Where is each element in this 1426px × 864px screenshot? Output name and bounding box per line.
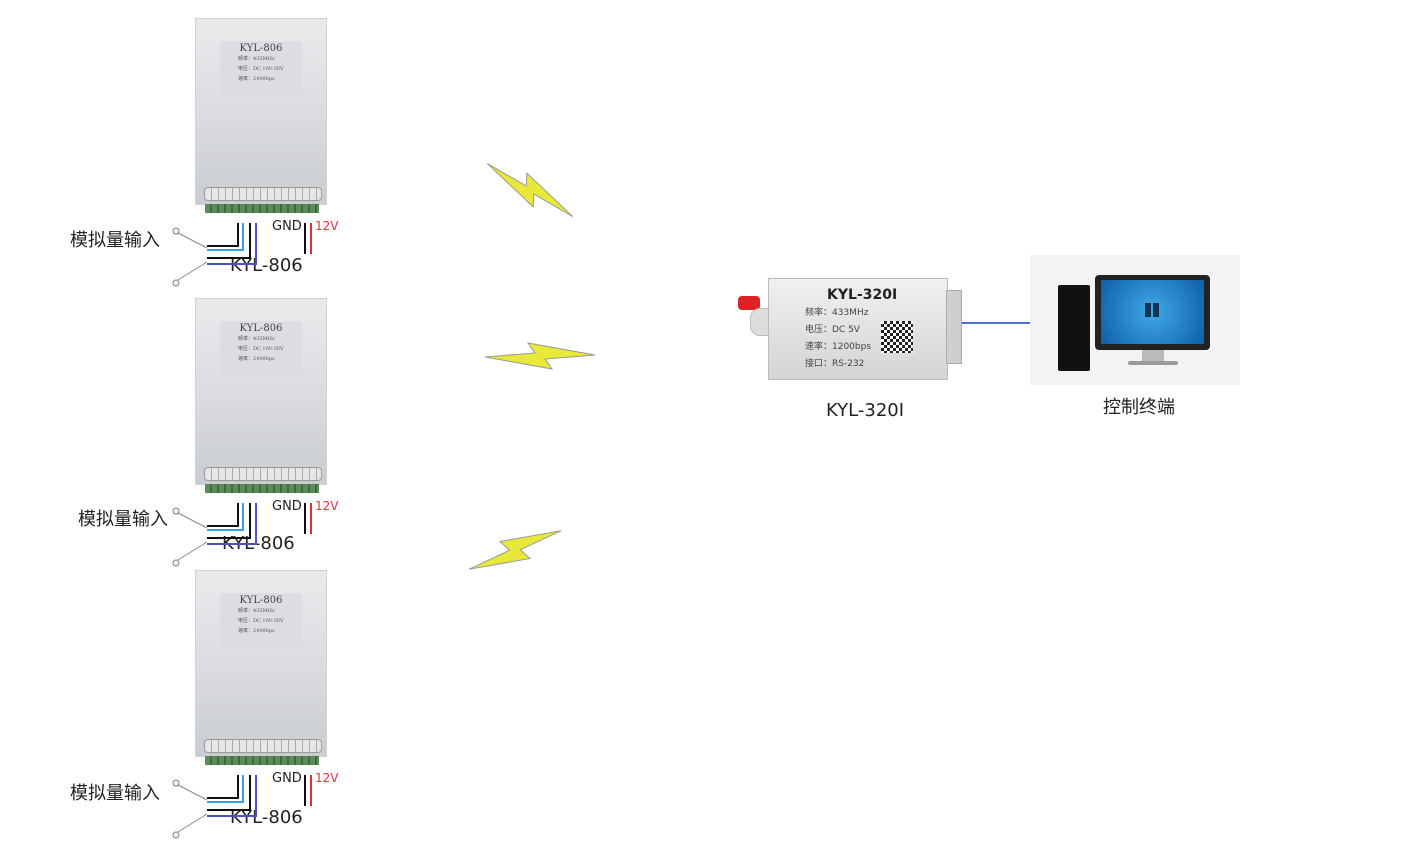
sensor-lead — [177, 261, 208, 281]
kyl-806-device-2: KYL-806 频率：433MHz 电压：DC 10V-30V 速率：2400b… — [195, 298, 327, 528]
kyl-806-device-3: KYL-806 频率：433MHz 电压：DC 10V-30V 速率：2400b… — [195, 570, 327, 800]
gnd-label: GND — [272, 771, 302, 786]
sensor-lead — [177, 813, 208, 833]
wire-blue — [207, 775, 244, 803]
gnd-label: GND — [272, 219, 302, 234]
receiver-freq: 频率：433MHz — [805, 308, 869, 318]
wire-black — [207, 223, 251, 259]
pc-tower — [1058, 285, 1090, 371]
device-case: KYL-806 频率：433MHz 电压：DC 10V-30V 速率：2400b… — [195, 18, 327, 205]
device-nameplate: KYL-806 频率：433MHz 电压：DC 10V-30V 速率：2400b… — [220, 593, 302, 648]
terminal-block — [204, 739, 322, 753]
sensor-probe-icon — [172, 507, 180, 515]
device-freq: 频率：433MHz — [238, 608, 275, 614]
device-model: KYL-806 — [239, 595, 283, 606]
wire-purple — [207, 503, 257, 545]
sensor-probe-icon — [172, 279, 180, 287]
terminal-block — [204, 187, 322, 201]
wire-black — [207, 775, 239, 799]
terminal-block — [204, 467, 322, 481]
wire-purple — [207, 775, 257, 817]
analog-input-label: 模拟量输入 — [70, 783, 160, 804]
device-voltage: 电压：DC 10V-30V — [238, 66, 284, 72]
connector-strip — [205, 204, 319, 213]
device-freq: 频率：433MHz — [238, 56, 275, 62]
qr-code — [881, 321, 913, 353]
wire-black — [207, 503, 251, 539]
wire-black — [207, 775, 251, 811]
device-caption: KYL-806 — [230, 807, 303, 828]
receiver-rate: 速率：1200bps — [805, 342, 872, 352]
analog-input-label: 模拟量输入 — [78, 509, 168, 530]
kyl-320i-module: KYL-320I 频率：433MHz 电压：DC 5V 速率：1200bps 接… — [738, 278, 963, 380]
sensor-probe-icon — [172, 831, 180, 839]
terminal-caption: 控制终端 — [1103, 397, 1175, 418]
computer-icon — [1030, 255, 1240, 385]
receiver-caption: KYL-320I — [826, 400, 905, 421]
receiver-voltage: 电压：DC 5V — [805, 325, 860, 335]
connector-strip — [205, 756, 319, 765]
sensor-probe-icon — [172, 559, 180, 567]
windows-logo-icon — [1145, 303, 1159, 317]
wire-black — [207, 503, 239, 527]
wire-purple — [207, 223, 257, 265]
sensor-probe-icon — [172, 227, 180, 235]
device-nameplate: KYL-806 频率：433MHz 电压：DC 10V-30V 速率：2400b… — [220, 321, 302, 376]
device-freq: 频率：433MHz — [238, 336, 275, 342]
device-case: KYL-806 频率：433MHz 电压：DC 10V-30V 速率：2400b… — [195, 570, 327, 757]
wire-blue — [207, 223, 244, 251]
device-rate: 速率：2400bps — [238, 76, 275, 82]
sensor-lead — [177, 541, 208, 561]
device-model: KYL-806 — [239, 43, 283, 54]
sensor-lead — [177, 232, 208, 249]
connector-strip — [205, 484, 319, 493]
device-caption: KYL-806 — [230, 255, 303, 276]
module-case: KYL-320I 频率：433MHz 电压：DC 5V 速率：1200bps 接… — [768, 278, 948, 380]
12v-label: 12V — [315, 771, 339, 785]
lightning-bolt-icon — [484, 342, 596, 370]
antenna-connector — [738, 296, 760, 310]
12v-label: 12V — [315, 499, 339, 513]
12v-label: 12V — [315, 219, 339, 233]
wire-black — [207, 223, 239, 247]
device-voltage: 电压：DC 10V-30V — [238, 346, 284, 352]
device-voltage: 电压：DC 10V-30V — [238, 618, 284, 624]
device-rate: 速率：2400bps — [238, 356, 275, 362]
serial-port — [946, 290, 962, 364]
analog-input-label: 模拟量输入 — [70, 230, 160, 251]
gnd-label: GND — [272, 499, 302, 514]
receiver-interface: 接口：RS-232 — [805, 359, 865, 369]
sensor-lead — [177, 512, 208, 529]
wire-blue — [207, 503, 244, 531]
sensor-probe-icon — [172, 779, 180, 787]
device-case: KYL-806 频率：433MHz 电压：DC 10V-30V 速率：2400b… — [195, 298, 327, 485]
lightning-bolt-icon — [468, 530, 562, 570]
device-model: KYL-806 — [239, 323, 283, 334]
device-nameplate: KYL-806 频率：433MHz 电压：DC 10V-30V 速率：2400b… — [220, 41, 302, 96]
monitor — [1095, 275, 1210, 350]
device-rate: 速率：2400bps — [238, 628, 275, 634]
lightning-bolt-icon — [486, 162, 574, 218]
receiver-model: KYL-320I — [827, 287, 898, 303]
kyl-806-device-1: KYL-806 频率：433MHz 电压：DC 10V-30V 速率：2400b… — [195, 18, 327, 248]
sensor-lead — [177, 784, 208, 801]
